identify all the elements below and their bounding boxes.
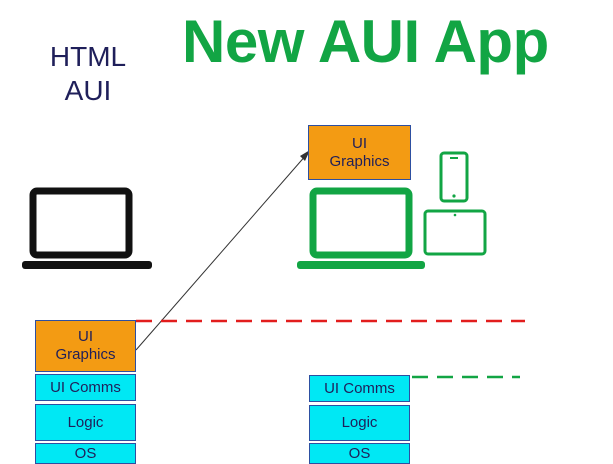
html-aui-label: HTML AUI bbox=[38, 40, 138, 108]
left-os-block: OS bbox=[35, 443, 136, 464]
arrow-line bbox=[135, 153, 308, 351]
left-ui-graphics-block: UI Graphics bbox=[35, 320, 136, 372]
right-logic-label: Logic bbox=[341, 414, 378, 431]
html-label: HTML bbox=[49, 41, 127, 72]
left-ui-graphics-line1: UI bbox=[78, 328, 93, 345]
left-os-label: OS bbox=[74, 444, 97, 462]
left-ui-comms-label: UI Comms bbox=[50, 378, 121, 396]
green-laptop-icon bbox=[297, 187, 425, 269]
left-logic-label: Logic bbox=[67, 413, 104, 431]
cloud-block-line1: UI bbox=[352, 134, 367, 152]
right-os-block: OS bbox=[309, 443, 410, 464]
right-ui-comms-block: UI Comms bbox=[309, 375, 410, 402]
right-ui-comms-label: UI Comms bbox=[324, 379, 395, 397]
tablet-icon bbox=[423, 209, 487, 256]
arrowhead bbox=[300, 150, 310, 161]
left-ui-graphics-line2: Graphics bbox=[55, 346, 116, 363]
right-os-label: OS bbox=[348, 444, 371, 462]
phone-icon bbox=[439, 151, 469, 203]
cloud-block-line2: Graphics bbox=[329, 152, 390, 170]
left-logic-block: Logic bbox=[35, 404, 136, 441]
cloud-ui-graphics-block: UI Graphics bbox=[308, 125, 411, 180]
laptop-icon bbox=[22, 187, 152, 269]
page-title: New AUI App bbox=[182, 8, 549, 75]
left-ui-comms-block: UI Comms bbox=[35, 374, 136, 401]
right-logic-block: Logic bbox=[309, 405, 410, 441]
aui-label: AUI bbox=[64, 75, 112, 106]
